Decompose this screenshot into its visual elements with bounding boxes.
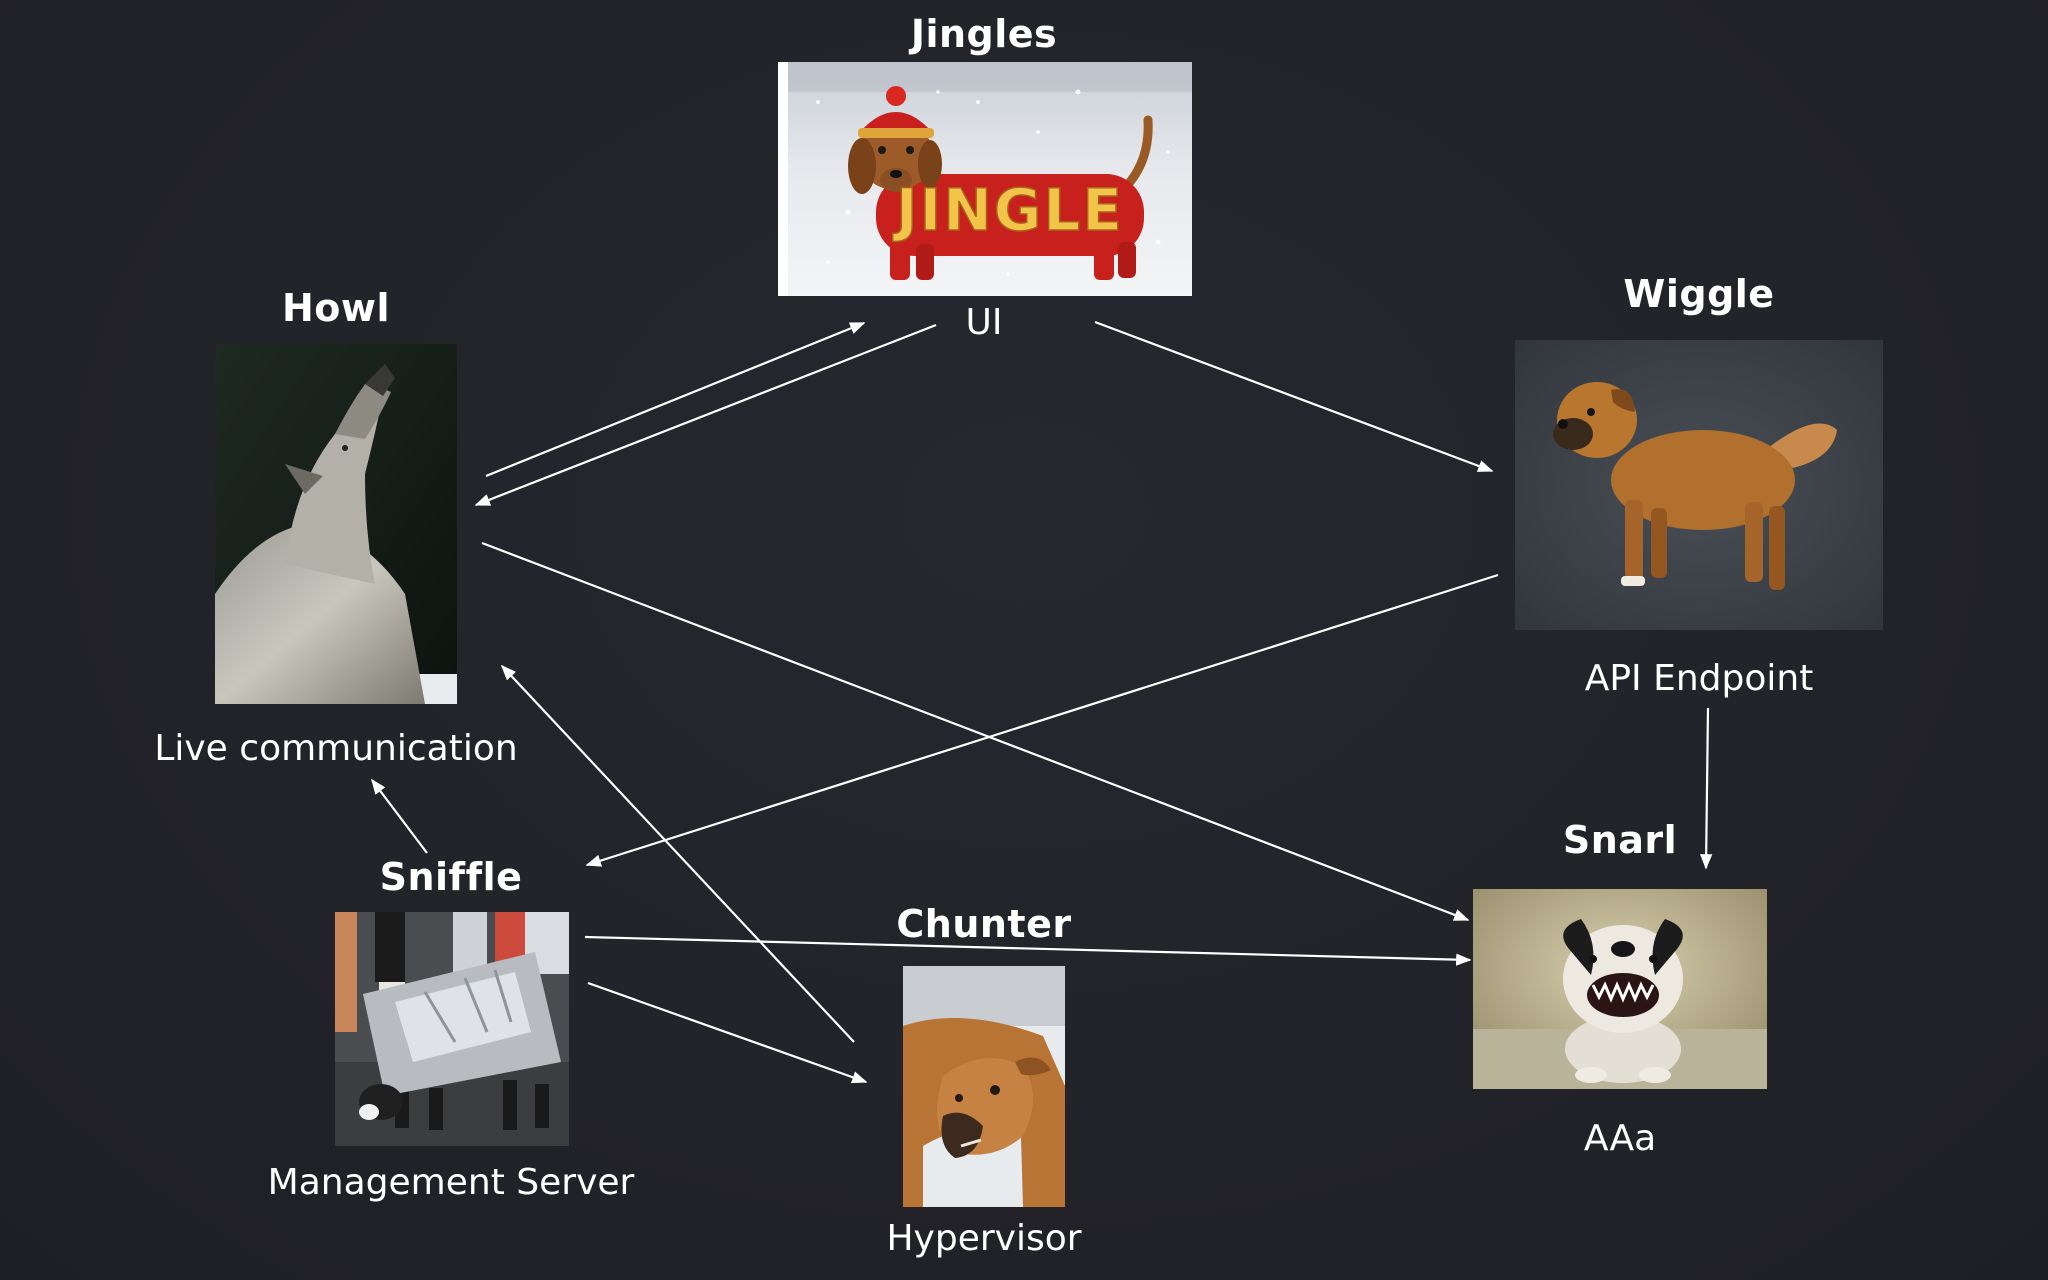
- howl-photo: [215, 344, 457, 704]
- arrow-howl-to-jingles: [485, 321, 866, 478]
- arrow-jingles-to-wiggle: [1094, 320, 1494, 473]
- arrow-wiggle-to-snarl: [1700, 707, 1713, 870]
- snarl-title: Snarl: [1562, 818, 1678, 862]
- howl-title: Howl: [281, 286, 391, 330]
- sniffle-role-label: Management Server: [267, 1162, 635, 1203]
- arrow-sniffle-to-howl: [371, 778, 428, 854]
- jingle-sweater-text: JINGLE: [892, 176, 1124, 244]
- sniffle-title: Sniffle: [379, 855, 523, 899]
- foil-costume-dog-image: [335, 912, 569, 1146]
- wiggle-role-label: API Endpoint: [1584, 658, 1814, 699]
- chunter-title: Chunter: [896, 902, 1072, 946]
- snarling-puppy-image: [1473, 889, 1767, 1089]
- chunter-role-label: Hypervisor: [886, 1218, 1082, 1259]
- jingles-photo: JINGLE: [778, 62, 1192, 296]
- jingles-title: Jingles: [910, 12, 1058, 56]
- arrow-chunter-to-howl: [500, 664, 855, 1043]
- howling-wolf-image: [215, 344, 457, 704]
- snarl-photo: [1473, 889, 1767, 1089]
- wiggle-photo: [1515, 340, 1883, 630]
- jingles-role-label: UI: [965, 302, 1003, 343]
- pug-mix-dog-image: [1515, 340, 1883, 630]
- arrow-jingles-to-howl: [474, 323, 937, 507]
- arrow-wiggle-to-sniffle: [585, 573, 1499, 867]
- growling-dog-image: [903, 966, 1065, 1207]
- arrow-sniffle-to-snarl: [584, 935, 1472, 966]
- wiggle-title: Wiggle: [1623, 272, 1775, 316]
- howl-role-label: Live communication: [154, 728, 518, 769]
- snarl-role-label: AAa: [1583, 1118, 1657, 1159]
- chunter-photo: [903, 966, 1065, 1207]
- dachshund-sweater-image: JINGLE: [778, 62, 1192, 296]
- sniffle-photo: [335, 912, 569, 1146]
- arrow-howl-to-snarl: [481, 541, 1470, 922]
- arrow-sniffle-to-chunter: [587, 981, 868, 1084]
